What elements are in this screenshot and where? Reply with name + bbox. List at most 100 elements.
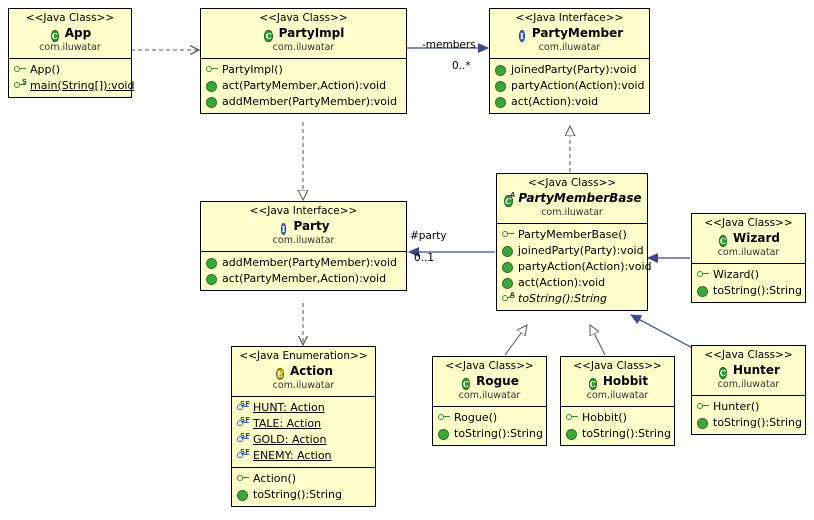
static-marker: S	[21, 77, 27, 86]
member-row[interactable]: A toString():String	[502, 291, 643, 307]
member-row[interactable]: Rogue()	[438, 410, 542, 426]
member-row[interactable]: toString():String	[566, 426, 671, 442]
edge-label-members: -members	[422, 39, 476, 51]
class-box-wizard[interactable]: <<Java Class>> C Wizard com.iluwatar Wiz…	[691, 213, 806, 303]
method-icon	[495, 80, 507, 92]
member-label: Hobbit()	[582, 411, 627, 424]
member-label: Wizard()	[713, 268, 760, 281]
class-package: com.iluwatar	[541, 207, 603, 219]
class-package: com.iluwatar	[458, 390, 521, 402]
static-field-icon: SF	[237, 415, 250, 430]
class-stereotype: <<Java Interface>>	[515, 12, 624, 24]
class-members: addMember(PartyMember):void act(PartyMem…	[201, 251, 406, 290]
member-row[interactable]: S main(String[]):void	[14, 77, 134, 94]
static-field-icon: SF	[237, 399, 250, 414]
method-icon	[495, 96, 507, 108]
member-row[interactable]: SF GOLD: Action	[237, 432, 371, 448]
member-label: GOLD: Action	[253, 432, 327, 446]
static-final-marker: SF	[240, 447, 250, 456]
edge-label-party-multiplicity: 0..1	[414, 252, 435, 264]
static-final-marker: SF	[240, 415, 250, 424]
member-label: joinedParty(Party):void	[511, 63, 637, 76]
class-box-hobbit[interactable]: <<Java Class>> C Hobbit com.iluwatar Hob…	[560, 356, 675, 446]
member-row[interactable]: Hunter()	[697, 399, 801, 415]
member-row[interactable]: act(Action):void	[502, 275, 643, 291]
class-name-row: C Wizard	[696, 231, 801, 247]
member-row[interactable]: Wizard()	[697, 267, 801, 283]
member-row[interactable]: joinedParty(Party):void	[502, 243, 644, 259]
member-row[interactable]: Hobbit()	[566, 410, 670, 426]
member-label: toString():String	[454, 426, 543, 440]
member-row[interactable]: toString():String	[697, 415, 802, 431]
class-box-hunter[interactable]: <<Java Class>> C Hunter com.iluwatar Hun…	[691, 345, 806, 435]
member-row[interactable]: joinedParty(Party):void	[495, 62, 645, 78]
constructor-icon	[438, 412, 450, 424]
member-row[interactable]: SF TALE: Action	[237, 416, 371, 432]
edge-label-members-multiplicity: 0..*	[452, 60, 471, 72]
class-header: <<Java Enumeration>> E Action com.iluwat…	[232, 347, 375, 396]
class-name: Hobbit	[602, 374, 649, 389]
class-header: <<Java Interface>> I Party com.iluwatar	[201, 202, 406, 251]
member-label: act(Action):void	[511, 94, 599, 108]
class-members: PartyImpl() act(PartyMember,Action):void…	[201, 58, 406, 113]
class-name-row: C Hunter	[696, 363, 801, 379]
member-row[interactable]: PartyMemberBase()	[502, 227, 643, 243]
java-interface-icon: I	[518, 29, 525, 42]
member-row[interactable]: addMember(PartyMember):void	[206, 94, 402, 110]
abstract-marker: A	[509, 290, 515, 299]
member-label: toString():String	[582, 426, 671, 440]
member-row[interactable]: toString():String	[237, 487, 371, 503]
class-name: PartyImpl	[278, 26, 345, 41]
class-box-app[interactable]: <<Java Class>> C App com.iluwatar App() …	[8, 8, 134, 98]
member-row[interactable]: Action()	[237, 471, 371, 487]
class-package: com.iluwatar	[717, 379, 780, 391]
member-label: toString():String	[518, 291, 607, 305]
method-icon	[697, 417, 709, 429]
class-name: App	[64, 26, 92, 41]
member-row[interactable]: App()	[14, 62, 127, 78]
java-class-icon: C	[264, 29, 273, 42]
class-stereotype: <<Java Class>>	[259, 12, 348, 24]
member-row[interactable]: SF HUNT: Action	[237, 400, 371, 416]
class-name: PartyMemberBase	[518, 191, 642, 206]
member-row[interactable]: addMember(PartyMember):void	[206, 255, 402, 271]
method-icon	[502, 277, 514, 289]
class-box-action[interactable]: <<Java Enumeration>> E Action com.iluwat…	[231, 346, 376, 507]
class-members: App() S main(String[]):void	[9, 58, 134, 97]
java-class-icon: C	[718, 234, 728, 247]
member-label: addMember(PartyMember):void	[222, 94, 397, 108]
member-label: HUNT: Action	[253, 401, 325, 414]
member-label: Hunter()	[713, 400, 760, 413]
static-final-marker: SF	[240, 399, 250, 408]
member-row[interactable]: toString():String	[438, 426, 543, 442]
member-label: partyAction(Action):void	[511, 78, 645, 92]
member-row[interactable]: act(PartyMember,Action):void	[206, 271, 402, 287]
class-box-party[interactable]: <<Java Interface>> I Party com.iluwatar …	[200, 201, 407, 291]
member-row[interactable]: SF ENEMY: Action	[237, 448, 371, 464]
method-icon	[495, 64, 507, 76]
class-box-rogue[interactable]: <<Java Class>> C Rogue com.iluwatar Rogu…	[432, 356, 547, 446]
static-field-icon: SF	[237, 431, 250, 446]
member-row[interactable]: PartyImpl()	[206, 62, 402, 78]
member-row[interactable]: partyAction(Action):void	[502, 259, 652, 275]
member-label: main(String[]):void	[30, 78, 135, 92]
member-label: PartyMemberBase()	[518, 228, 627, 241]
member-row[interactable]: act(PartyMember,Action):void	[206, 78, 402, 94]
static-method-icon: S	[14, 77, 27, 92]
class-name: Rogue	[476, 374, 519, 389]
class-members: Hobbit() toString():String	[561, 406, 674, 445]
class-box-partymember[interactable]: <<Java Interface>> I PartyMember com.ilu…	[489, 8, 650, 114]
constructor-icon	[697, 401, 709, 413]
member-row[interactable]: partyAction(Action):void	[495, 78, 645, 94]
class-stereotype: <<Java Class>>	[445, 360, 534, 372]
class-name-row: I Party	[205, 219, 402, 235]
member-row[interactable]: act(Action):void	[495, 94, 645, 110]
member-row[interactable]: toString():String	[697, 283, 802, 299]
java-class-icon: C	[461, 377, 471, 390]
class-members: PartyMemberBase() joinedParty(Party):voi…	[497, 223, 652, 310]
static-final-marker: SF	[240, 431, 250, 440]
class-box-partyimpl[interactable]: <<Java Class>> C PartyImpl com.iluwatar …	[200, 8, 407, 114]
method-icon	[502, 245, 514, 257]
